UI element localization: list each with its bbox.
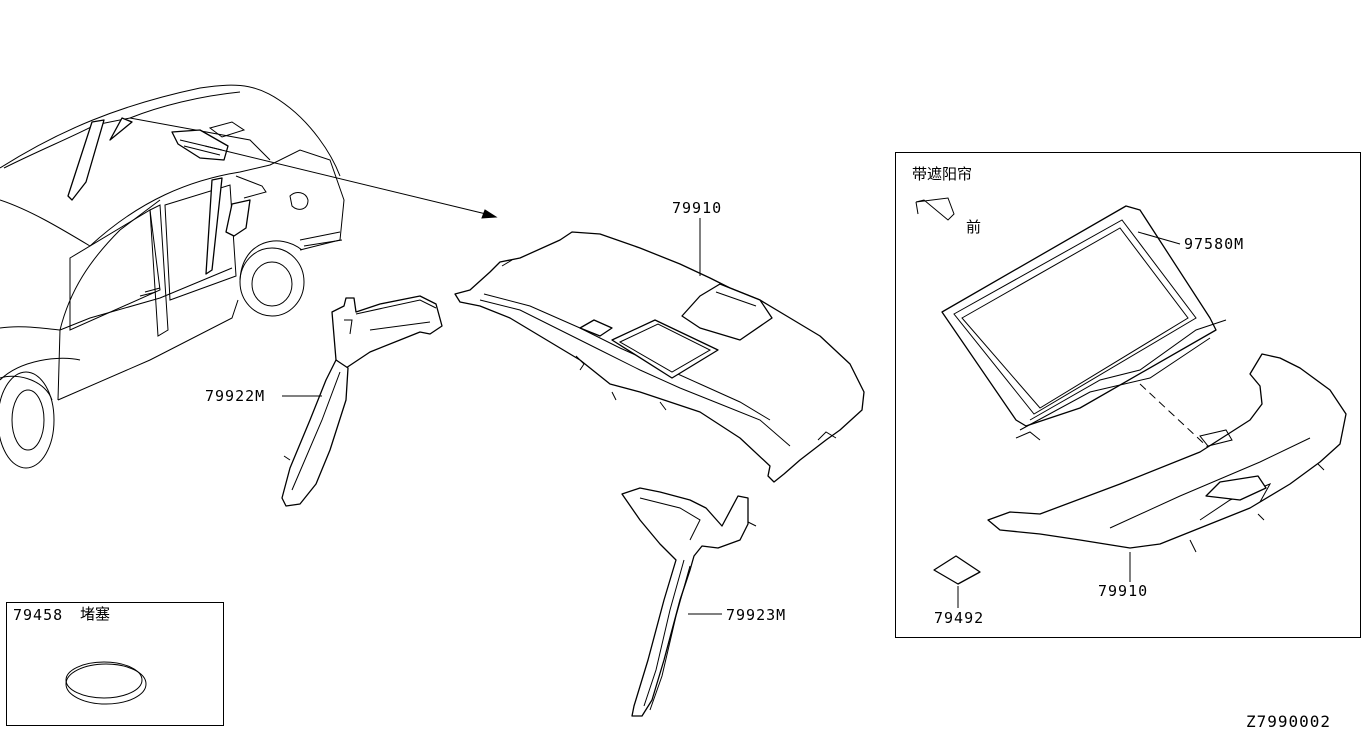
label-pad: 79492 xyxy=(934,609,985,627)
plug-part-number: 79458 xyxy=(13,606,64,624)
sunshade-variant-box xyxy=(895,152,1361,638)
headlining-main-part xyxy=(454,218,865,483)
plug-illustration xyxy=(65,661,147,705)
plug-detail-box xyxy=(6,602,224,726)
label-rear-pillar: 79923M xyxy=(726,606,787,624)
label-headlining-main: 79910 xyxy=(672,199,723,217)
car-overview-illustration xyxy=(0,84,498,469)
plug-name: 堵塞 xyxy=(80,605,111,623)
sunshade-box-title: 带遮阳帘 xyxy=(912,165,973,183)
rear-pillar-trim-part xyxy=(621,487,757,717)
label-headlining-sunshade: 79910 xyxy=(1098,582,1149,600)
front-pillar-trim-part xyxy=(281,295,443,507)
label-front-pillar: 79922M xyxy=(205,387,266,405)
label-sunshade-mechanism: 97580M xyxy=(1184,235,1245,253)
sunshade-box-illustration xyxy=(915,197,1347,608)
diagram-code: Z7990002 xyxy=(1246,712,1332,731)
front-direction-label: 前 xyxy=(966,218,982,236)
